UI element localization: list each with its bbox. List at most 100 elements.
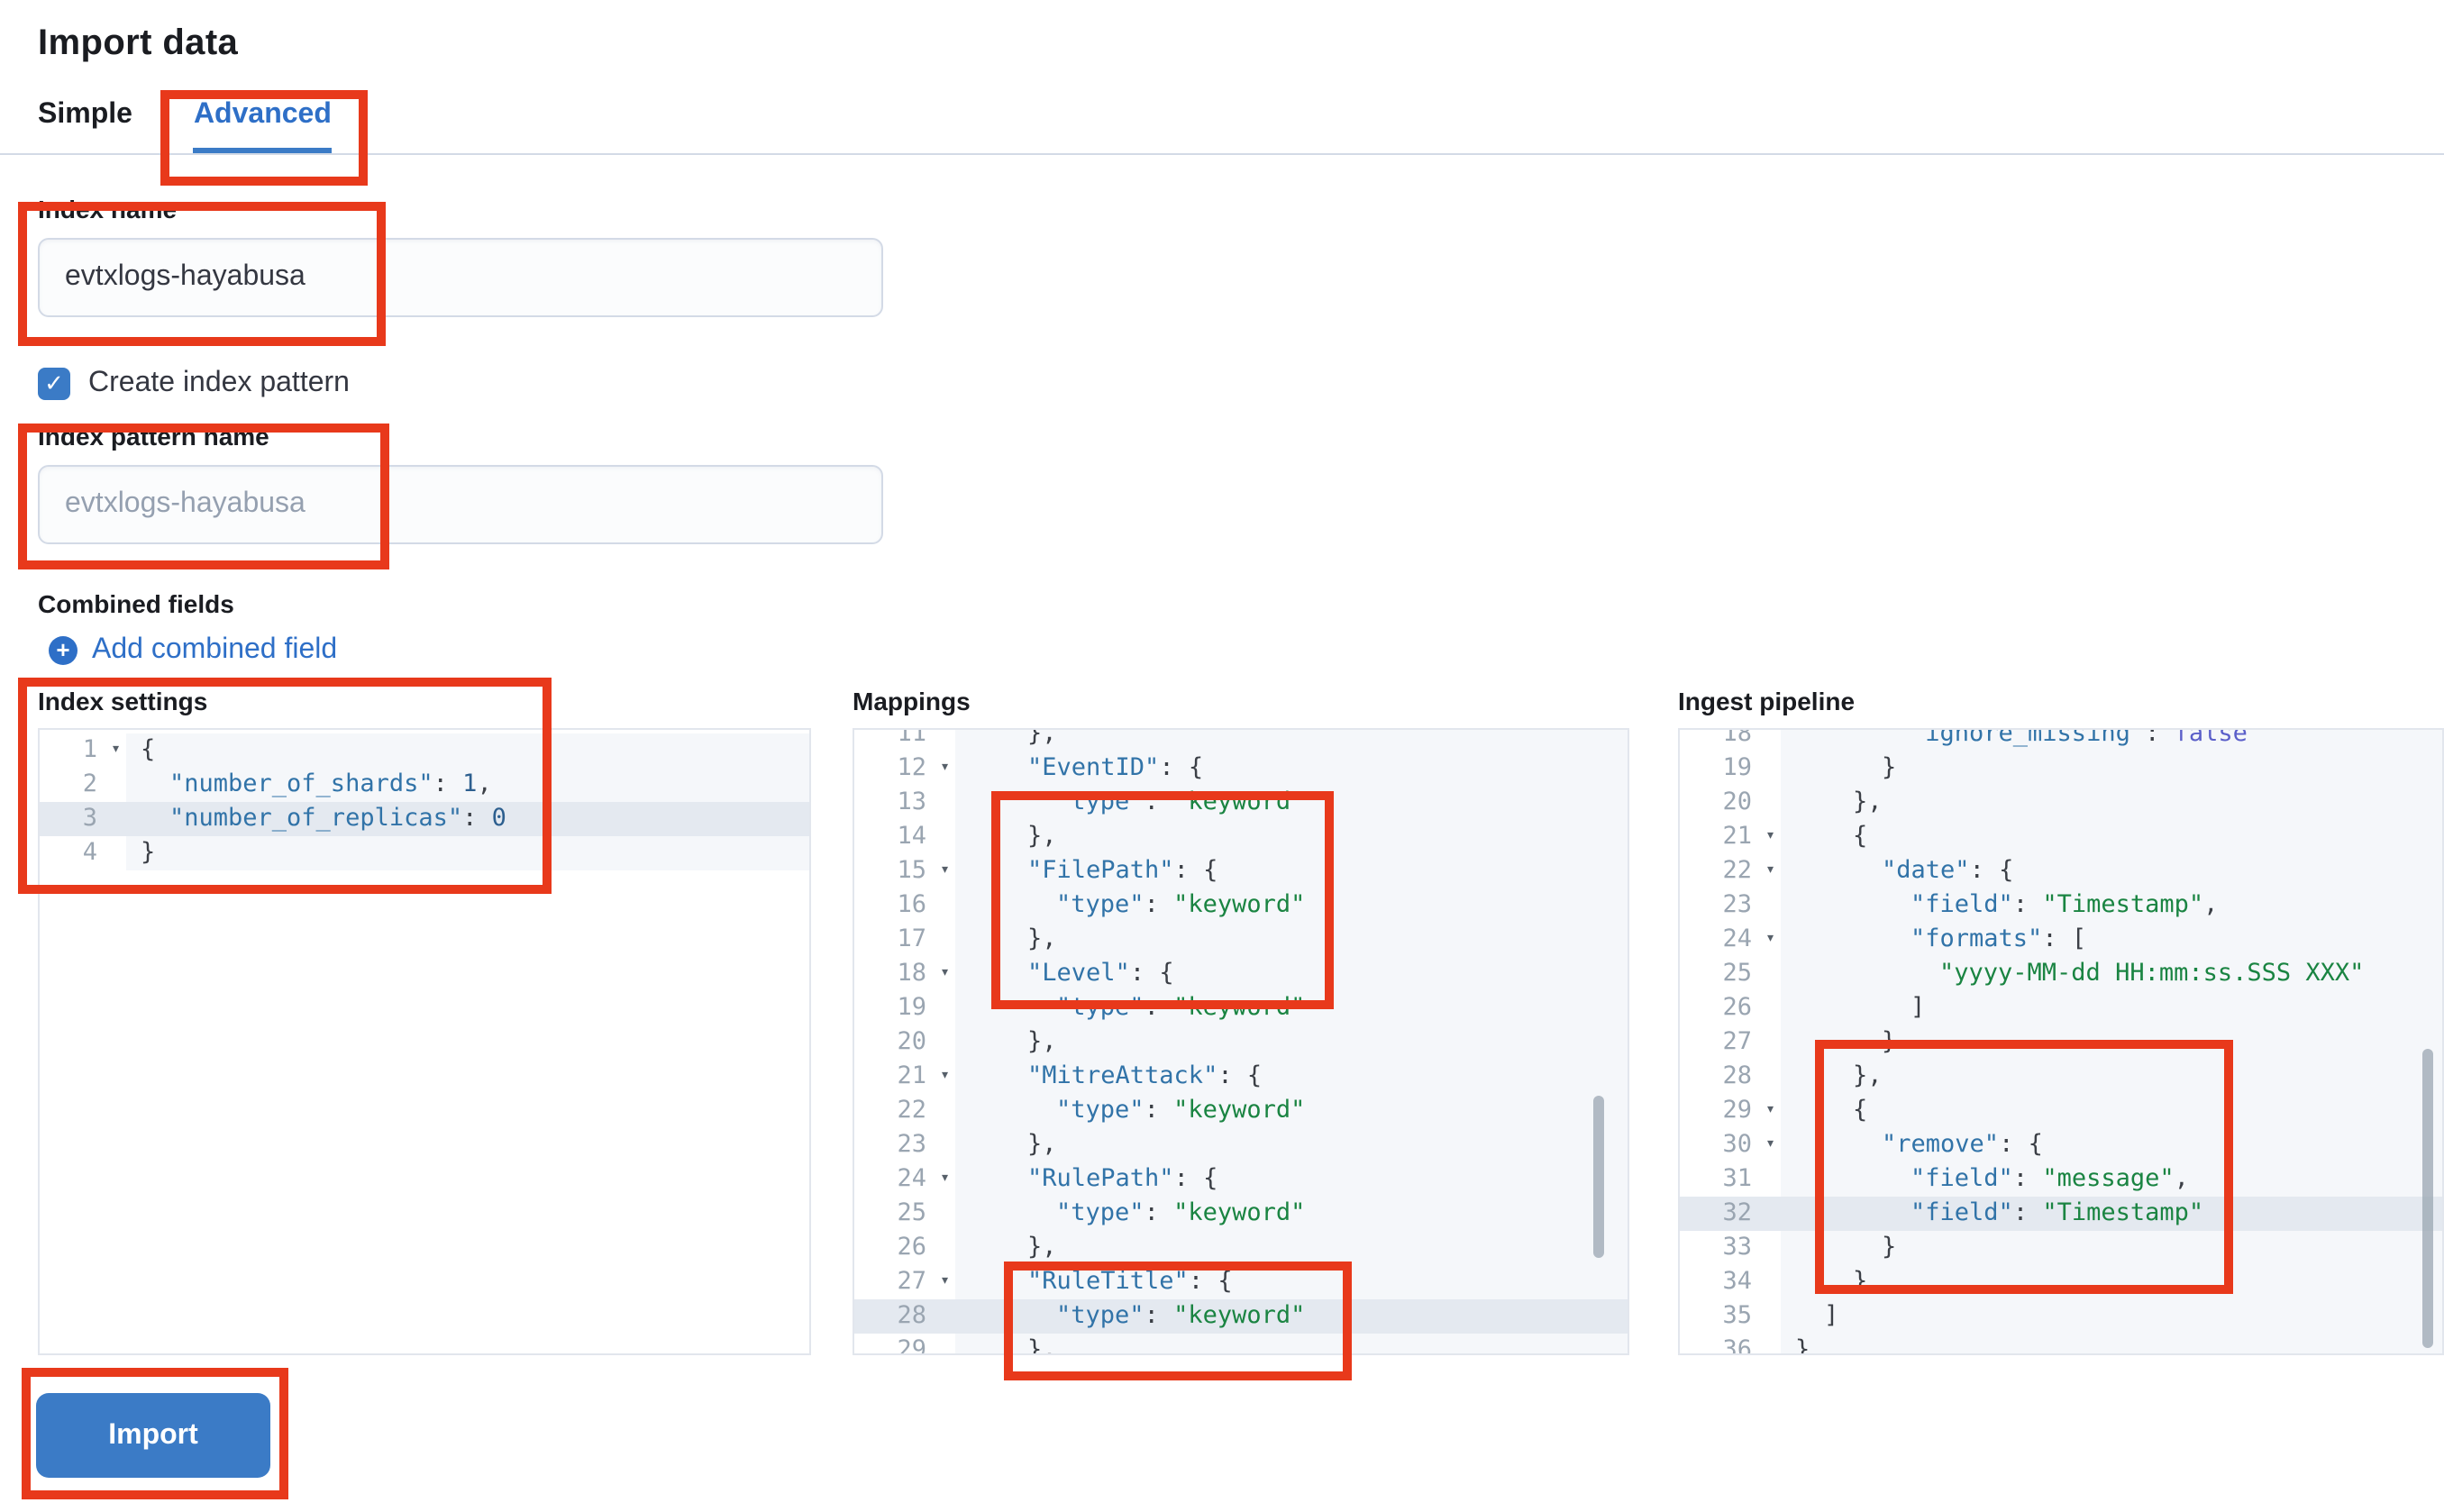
import-button[interactable]: Import	[36, 1393, 270, 1478]
code-line-25[interactable]: 25"type": "keyword"	[854, 1197, 1628, 1231]
combined-fields-label: Combined fields	[38, 589, 234, 618]
line-number: 33	[1680, 1231, 1781, 1265]
create-index-pattern-label[interactable]: Create index pattern	[88, 368, 350, 398]
code-line-24[interactable]: 24▾"RulePath": {	[854, 1162, 1628, 1197]
code-line-21[interactable]: 21▾"MitreAttack": {	[854, 1060, 1628, 1094]
tab-simple[interactable]: Simple	[38, 99, 132, 130]
code-line-19[interactable]: 19"type": "keyword"	[854, 991, 1628, 1025]
line-number: 29	[854, 1334, 955, 1353]
code-content: },	[955, 820, 1628, 854]
line-number: 2	[40, 768, 126, 802]
code-line-27[interactable]: 27}	[1680, 1025, 2442, 1060]
code-line-4[interactable]: 4}	[40, 836, 809, 870]
code-line-25[interactable]: 25"yyyy-MM-dd HH:mm:ss.SSS XXX"	[1680, 957, 2442, 991]
code-line-29[interactable]: 29▾{	[1680, 1094, 2442, 1128]
code-line-18[interactable]: 18"ignore_missing": false	[1680, 730, 2442, 751]
line-number: 16	[854, 888, 955, 923]
mappings-editor[interactable]: 11},12▾"EventID": {13"type": "keyword"14…	[853, 728, 1629, 1355]
fold-arrow-icon[interactable]: ▾	[940, 1170, 950, 1188]
code-line-20[interactable]: 20},	[1680, 786, 2442, 820]
code-content: },	[955, 1231, 1628, 1265]
code-line-14[interactable]: 14},	[854, 820, 1628, 854]
ingest-pipeline-section: Ingest pipeline 18"ignore_missing": fals…	[1678, 687, 2444, 1355]
index-pattern-name-label: Index pattern name	[38, 422, 269, 451]
code-content: "type": "keyword"	[955, 991, 1628, 1025]
code-line-29[interactable]: 29},	[854, 1334, 1628, 1353]
fold-arrow-icon[interactable]: ▾	[940, 1067, 950, 1085]
code-line-20[interactable]: 20},	[854, 1025, 1628, 1060]
code-content: {	[1781, 1094, 2442, 1128]
fold-arrow-icon[interactable]: ▾	[111, 741, 121, 759]
code-line-22[interactable]: 22▾"date": {	[1680, 854, 2442, 888]
fold-arrow-icon[interactable]: ▾	[940, 759, 950, 777]
code-line-1[interactable]: 1▾{	[40, 733, 809, 768]
line-number: 28	[1680, 1060, 1781, 1094]
code-line-12[interactable]: 12▾"EventID": {	[854, 751, 1628, 786]
code-line-30[interactable]: 30▾"remove": {	[1680, 1128, 2442, 1162]
fold-arrow-icon[interactable]: ▾	[1765, 930, 1775, 948]
code-line-15[interactable]: 15▾"FilePath": {	[854, 854, 1628, 888]
code-line-24[interactable]: 24▾"formats": [	[1680, 923, 2442, 957]
code-line-34[interactable]: 34}	[1680, 1265, 2442, 1299]
code-content: "RulePath": {	[955, 1162, 1628, 1197]
code-content: "type": "keyword"	[955, 786, 1628, 820]
create-index-pattern-checkbox[interactable]: ✓	[38, 368, 70, 400]
line-number: 4	[40, 836, 126, 870]
add-combined-field-link[interactable]: + Add combined field	[38, 634, 2444, 667]
code-content: {	[126, 733, 809, 768]
fold-arrow-icon[interactable]: ▾	[940, 861, 950, 879]
code-line-13[interactable]: 13"type": "keyword"	[854, 786, 1628, 820]
tab-advanced[interactable]: Advanced	[193, 99, 332, 153]
index-pattern-name-input[interactable]	[38, 465, 883, 544]
code-line-27[interactable]: 27▾"RuleTitle": {	[854, 1265, 1628, 1299]
code-line-11[interactable]: 11},	[854, 730, 1628, 751]
code-line-18[interactable]: 18▾"Level": {	[854, 957, 1628, 991]
line-number: 30▾	[1680, 1128, 1781, 1162]
code-content: ]	[1781, 1299, 2442, 1334]
index-settings-editor[interactable]: 1▾{2"number_of_shards": 1,3"number_of_re…	[38, 728, 811, 1355]
code-content: },	[955, 1128, 1628, 1162]
code-line-26[interactable]: 26]	[1680, 991, 2442, 1025]
code-content: "field": "message",	[1781, 1162, 2442, 1197]
fold-arrow-icon[interactable]: ▾	[1765, 1101, 1775, 1119]
mappings-scrollbar[interactable]	[1593, 1096, 1604, 1258]
code-line-2[interactable]: 2"number_of_shards": 1,	[40, 768, 809, 802]
code-line-26[interactable]: 26},	[854, 1231, 1628, 1265]
code-line-23[interactable]: 23"field": "Timestamp",	[1680, 888, 2442, 923]
line-number: 21▾	[1680, 820, 1781, 854]
code-line-35[interactable]: 35]	[1680, 1299, 2442, 1334]
code-line-21[interactable]: 21▾{	[1680, 820, 2442, 854]
ingest-pipeline-scrollbar[interactable]	[2422, 1049, 2433, 1348]
line-number: 3	[40, 802, 126, 836]
code-line-17[interactable]: 17},	[854, 923, 1628, 957]
code-line-36[interactable]: 36}	[1680, 1334, 2442, 1353]
line-number: 26	[854, 1231, 955, 1265]
code-line-28[interactable]: 28},	[1680, 1060, 2442, 1094]
line-number: 13	[854, 786, 955, 820]
line-number: 20	[1680, 786, 1781, 820]
fold-arrow-icon[interactable]: ▾	[940, 1272, 950, 1290]
code-content: "FilePath": {	[955, 854, 1628, 888]
code-line-28[interactable]: 28"type": "keyword"	[854, 1299, 1628, 1334]
fold-arrow-icon[interactable]: ▾	[1765, 861, 1775, 879]
line-number: 17	[854, 923, 955, 957]
code-line-16[interactable]: 16"type": "keyword"	[854, 888, 1628, 923]
fold-arrow-icon[interactable]: ▾	[940, 964, 950, 982]
line-number: 22	[854, 1094, 955, 1128]
code-line-22[interactable]: 22"type": "keyword"	[854, 1094, 1628, 1128]
code-line-23[interactable]: 23},	[854, 1128, 1628, 1162]
code-content: ]	[1781, 991, 2442, 1025]
code-line-31[interactable]: 31"field": "message",	[1680, 1162, 2442, 1197]
line-number: 12▾	[854, 751, 955, 786]
line-number: 23	[854, 1128, 955, 1162]
fold-arrow-icon[interactable]: ▾	[1765, 1135, 1775, 1153]
code-line-32[interactable]: 32"field": "Timestamp"	[1680, 1197, 2442, 1231]
index-name-input[interactable]	[38, 238, 883, 317]
code-line-3[interactable]: 3"number_of_replicas": 0	[40, 802, 809, 836]
code-content: "date": {	[1781, 854, 2442, 888]
fold-arrow-icon[interactable]: ▾	[1765, 827, 1775, 845]
code-content: "formats": [	[1781, 923, 2442, 957]
code-line-33[interactable]: 33}	[1680, 1231, 2442, 1265]
code-line-19[interactable]: 19}	[1680, 751, 2442, 786]
